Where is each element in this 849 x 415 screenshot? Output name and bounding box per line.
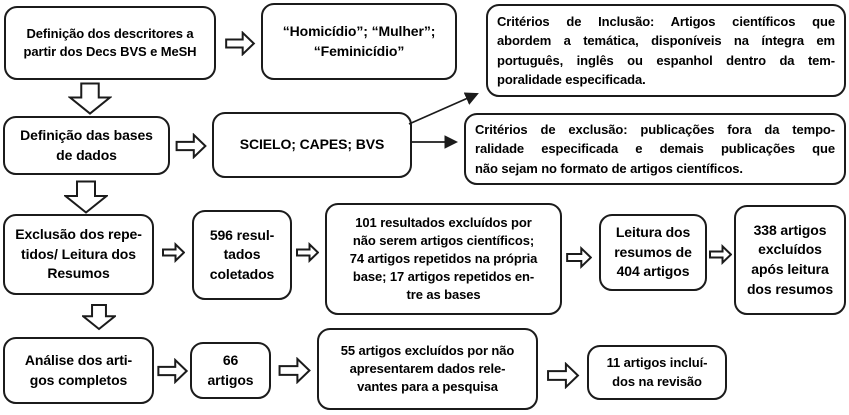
box-text-line: Análise dos arti- — [24, 351, 133, 368]
arrow-fulltext-to-66-icon — [157, 358, 188, 384]
box-articles-excluded-55: 55 artigos excluídos por não apresentarem… — [317, 328, 538, 410]
box-text-line: apresentarem dados rele- — [349, 360, 506, 376]
box-text-line: de dados — [56, 146, 117, 163]
box-text-line: Critérios de Inclusão: Artigos científic… — [497, 13, 835, 29]
box-text-line: coletados — [209, 265, 275, 282]
box-articles-excluded-338: 338 artigos excluídos após leitura dos resu… — [734, 205, 846, 315]
box-text-line: base; 17 artigos repetidos en- — [352, 269, 535, 285]
box-text-line: dos resumos — [746, 280, 834, 297]
box-text-line: tre as bases — [406, 287, 481, 303]
arrow-duplicates-to-collected-icon — [162, 241, 185, 264]
box-text-line: artigos — [207, 371, 254, 388]
arrow-databases-to-inclusion-line — [408, 92, 479, 125]
box-text-line: não serem artigos científicos; — [352, 232, 535, 248]
box-text-line: “Homicídio”; “Mulher”; — [282, 22, 436, 39]
box-abstract-reading: Leitura dos resumos de 404 artigos — [599, 214, 707, 291]
box-text-line: tidos/ Leitura dos — [21, 245, 136, 262]
box-text-line: excluídos — [758, 241, 822, 258]
box-text-line: poralidade especificada. — [497, 72, 646, 87]
box-text-line: 74 artigos repetidos na própria — [349, 250, 538, 266]
box-text-line: 55 artigos excluídos por não — [340, 342, 515, 358]
box-text-line: abordem a temática, disponíveis na ínteg… — [497, 33, 835, 48]
box-text-line: Leitura dos — [615, 224, 691, 241]
box-search-keywords: “Homicídio”; “Mulher”; “Feminicídio” — [261, 3, 457, 80]
box-text-line: 596 resul- — [209, 226, 275, 243]
arrow-66-to-excluded55-icon — [278, 357, 311, 384]
box-exclusion-criteria: Critérios de exclusão: publicações fora … — [464, 113, 846, 185]
box-text-line: Exclusão dos repe- — [15, 226, 142, 243]
arrow-descriptors-to-databases-icon — [68, 82, 112, 115]
box-text-line: Definição das bases — [20, 126, 153, 143]
box-text-line: após leitura — [751, 261, 829, 277]
box-databases-definition: Definição das bases de dados — [3, 116, 170, 175]
box-text-line: 101 resultados excluídos por — [355, 214, 532, 230]
arrow-definition-to-databases-icon — [175, 133, 207, 159]
database-criteria-connectors — [408, 92, 479, 149]
box-fulltext-analysis: Análise dos arti-gos completos — [3, 337, 154, 404]
box-text-line: “Feminicídio” — [313, 42, 405, 59]
box-descriptors-definition: Definição dos descritores a partir dos De… — [4, 6, 216, 80]
arrow-abstracts-to-excluded338-icon — [709, 243, 732, 266]
box-text-line: português, inglês ou espanhol dentro da … — [497, 52, 835, 68]
arrow-excluded-to-abstracts-icon — [566, 245, 592, 270]
box-text-line: 11 artigos incluí- — [606, 355, 708, 371]
box-text-line: Definição dos descritores a — [26, 25, 194, 41]
arrow-duplicates-to-fulltext-icon — [82, 302, 116, 332]
arrow-databases-to-duplicates-icon — [64, 180, 108, 214]
box-text-line: 66 — [222, 351, 239, 368]
box-text-line: Critérios de exclusão: publicações fora … — [475, 121, 835, 137]
box-articles-66: 66 artigos — [190, 342, 271, 399]
box-text-line: dos na revisão — [612, 373, 702, 389]
box-results-excluded-101: 101 resultados excluídos por não serem ar… — [325, 203, 562, 315]
box-articles-included-11: 11 artigos incluí-dos na revisão — [587, 345, 727, 400]
box-text-line: ralidade especificada e demais publicaçõ… — [475, 141, 835, 157]
box-text-line: tados — [223, 246, 261, 263]
box-text-line: vantes para a pesquisa — [357, 379, 498, 395]
box-results-collected: 596 resul-tados coletados — [192, 210, 292, 300]
box-text-line: SCIELO; CAPES; BVS — [239, 136, 385, 153]
box-text-line: 404 artigos — [616, 263, 690, 280]
box-text-line: 338 artigos — [753, 221, 827, 238]
box-text-line: não sejam no formato de artigos científi… — [475, 160, 743, 176]
box-databases: SCIELO; CAPES; BVS — [212, 112, 412, 178]
box-text-line: Resumos — [47, 265, 110, 282]
box-text-line: gos completos — [29, 371, 128, 388]
box-text-line: resumos de — [614, 243, 692, 260]
arrow-collected-to-excluded-icon — [296, 241, 319, 264]
box-text-line: partir dos Decs BVS e MeSH — [23, 44, 197, 59]
arrow-descriptors-to-keywords-icon — [224, 31, 256, 56]
arrow-excluded55-to-included-icon — [546, 362, 580, 389]
box-inclusion-criteria: Critérios de Inclusão: Artigos científic… — [486, 4, 846, 97]
